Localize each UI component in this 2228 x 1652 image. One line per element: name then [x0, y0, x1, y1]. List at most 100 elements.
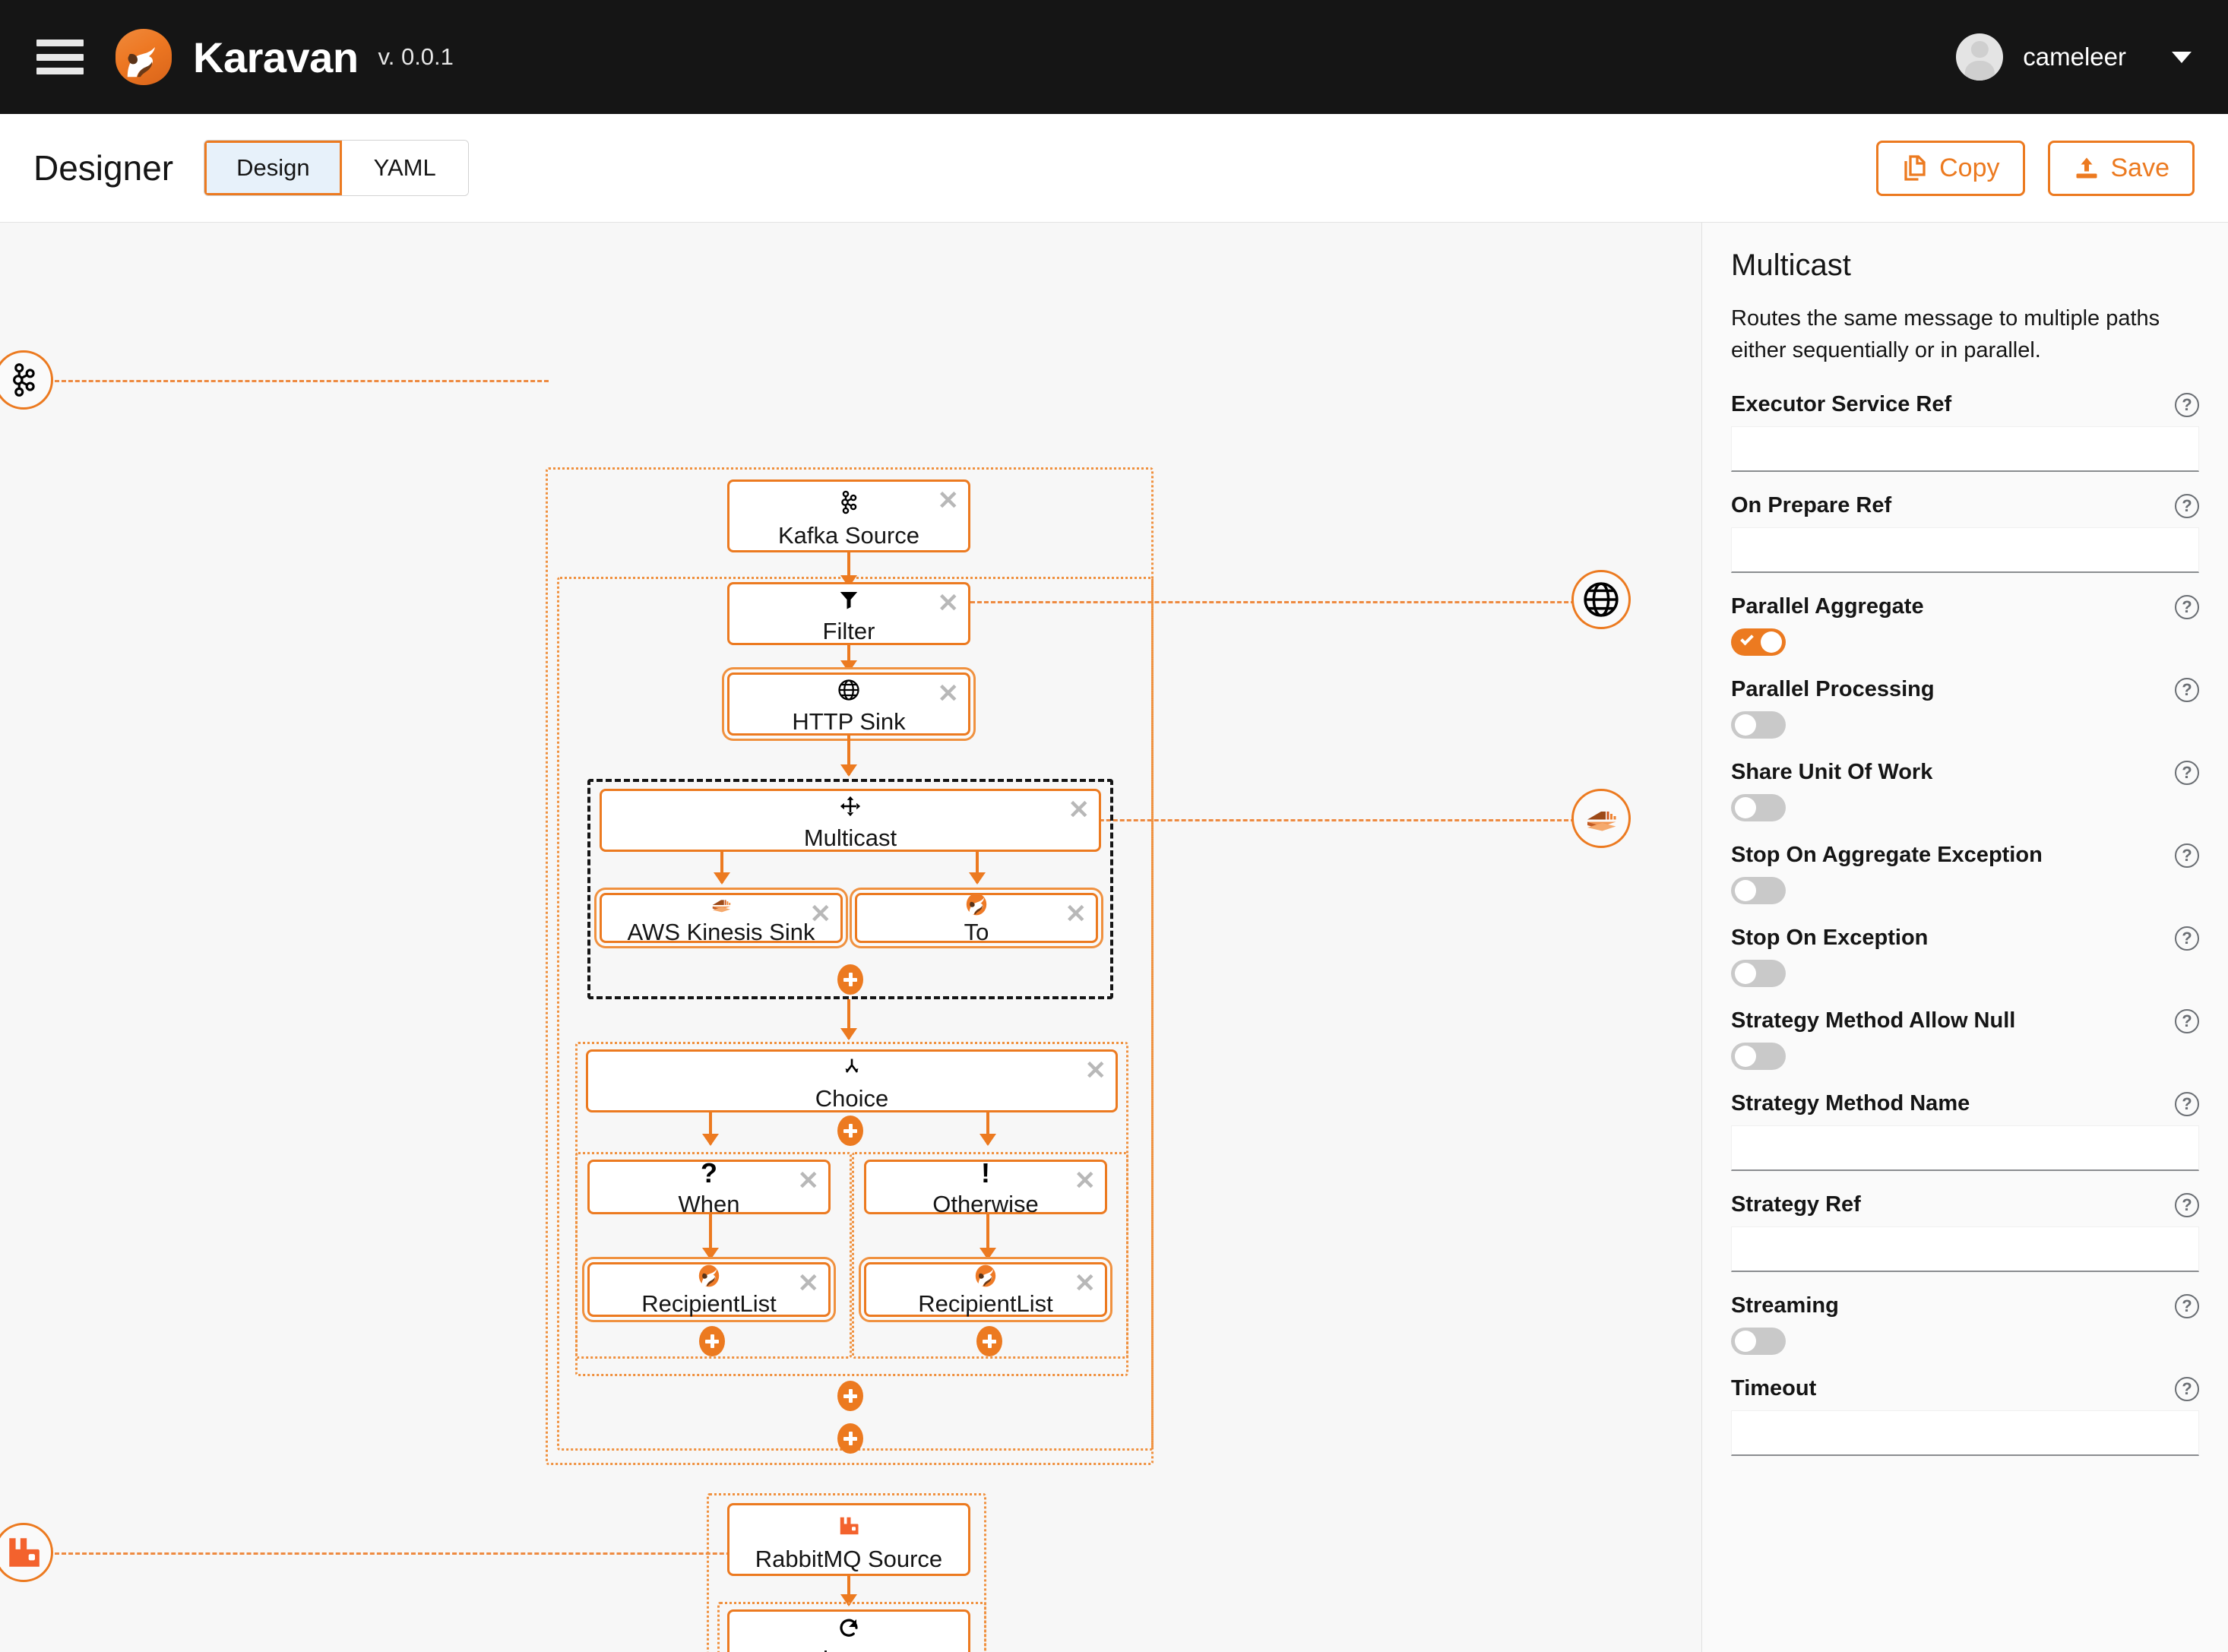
close-icon[interactable]: ✕	[797, 1269, 820, 1298]
add-step-route-button[interactable]	[837, 1423, 863, 1454]
close-icon[interactable]: ✕	[809, 900, 832, 929]
node-otherwise[interactable]: ✕ ! Otherwise	[864, 1157, 1107, 1217]
http-badge[interactable]	[1571, 570, 1631, 629]
parallel-aggregate-toggle[interactable]	[1731, 628, 1786, 657]
help-icon[interactable]: ?	[2175, 677, 2199, 702]
stop-on-aggregate-exception-toggle[interactable]	[1731, 877, 1786, 905]
timeout-input[interactable]	[1731, 1410, 2199, 1457]
add-branch-choice-button[interactable]	[837, 1116, 863, 1146]
rabbitmq-icon	[837, 1509, 860, 1543]
field-label: On Prepare Ref	[1731, 493, 1892, 518]
close-icon[interactable]: ✕	[937, 486, 960, 515]
loop-container[interactable]	[717, 1602, 986, 1652]
node-label: Choice	[815, 1085, 889, 1112]
on-prepare-ref-input[interactable]	[1731, 527, 2199, 574]
add-step-multicast-button[interactable]	[837, 964, 863, 995]
close-icon[interactable]: ✕	[1068, 796, 1090, 824]
node-filter[interactable]: ✕ Filter	[727, 582, 970, 645]
help-icon[interactable]: ?	[2175, 843, 2199, 868]
rabbitmq-badge[interactable]	[0, 1523, 53, 1582]
chevron-down-icon[interactable]	[2172, 51, 2192, 63]
otherwise-branch-container[interactable]	[852, 1152, 1128, 1359]
node-label: RabbitMQ Source	[755, 1545, 943, 1572]
close-icon[interactable]: ✕	[1084, 1056, 1107, 1085]
add-step-choice-button[interactable]	[837, 1381, 863, 1411]
rabbitmq-connector-line	[55, 1552, 799, 1555]
streaming-toggle[interactable]	[1731, 1328, 1786, 1356]
save-button[interactable]: Save	[2047, 140, 2195, 196]
node-label: To	[964, 918, 989, 945]
avatar[interactable]	[1956, 33, 2004, 81]
help-icon[interactable]: ?	[2175, 493, 2199, 518]
flow-container-rabbitmq[interactable]	[707, 1493, 986, 1652]
node-http-sink[interactable]: ✕ HTTP Sink	[727, 673, 970, 736]
help-icon[interactable]: ?	[2175, 1376, 2199, 1401]
copy-icon	[1904, 155, 1926, 181]
aws-kinesis-badge[interactable]	[1571, 789, 1631, 848]
strategy-ref-input[interactable]	[1731, 1226, 2199, 1273]
field-timeout: Timeout ?	[1731, 1376, 2199, 1457]
copy-button-label: Copy	[1939, 153, 2000, 182]
node-label: Loop	[823, 1647, 875, 1652]
node-choice[interactable]: ✕ Choice	[586, 1049, 1118, 1112]
node-label: When	[678, 1190, 740, 1217]
node-multicast[interactable]: ✕ Multicast	[600, 789, 1101, 852]
kafka-connector-line	[55, 380, 549, 382]
node-rabbitmq-source[interactable]: ✕ RabbitMQ Source	[727, 1503, 970, 1576]
node-loop[interactable]: Loop	[727, 1609, 970, 1652]
field-label: Stop On Exception	[1731, 926, 1929, 951]
parallel-processing-toggle[interactable]	[1731, 711, 1786, 739]
arrow-multicast-to-choice	[847, 999, 850, 1039]
arrow-choice-to-otherwise	[986, 1112, 989, 1144]
node-to[interactable]: ✕ To	[855, 893, 1098, 945]
help-icon[interactable]: ?	[2175, 594, 2199, 619]
when-branch-container[interactable]	[575, 1152, 852, 1359]
properties-title: Multicast	[1731, 248, 1851, 282]
close-icon[interactable]: ✕	[1074, 1269, 1097, 1298]
help-icon[interactable]: ?	[2175, 1192, 2199, 1217]
node-when[interactable]: ✕ ? When	[587, 1157, 831, 1217]
help-icon[interactable]: ?	[2175, 1091, 2199, 1116]
help-icon[interactable]: ?	[2175, 926, 2199, 951]
arrow-filter-to-http	[847, 645, 850, 671]
node-label: Otherwise	[932, 1190, 1039, 1217]
help-icon[interactable]: ?	[2175, 392, 2199, 417]
aws-kinesis-icon	[1587, 812, 1616, 831]
close-icon[interactable]: ✕	[937, 589, 960, 618]
strategy-method-allow-null-toggle[interactable]	[1731, 1043, 1786, 1071]
properties-description: Routes the same message to multiple path…	[1731, 306, 2160, 363]
kafka-badge[interactable]	[0, 350, 53, 410]
body-area: ✕ Kafka Source ✕ Filter	[0, 223, 2228, 1652]
close-icon[interactable]: ✕	[797, 1166, 820, 1195]
field-strategy-method-allow-null: Strategy Method Allow Null ?	[1731, 1008, 2199, 1071]
strategy-method-name-input[interactable]	[1731, 1125, 2199, 1172]
close-icon[interactable]: ✕	[1065, 900, 1087, 929]
kinesis-connector-line	[976, 819, 1603, 821]
flow-canvas[interactable]: ✕ Kafka Source ✕ Filter	[0, 223, 1700, 1652]
node-aws-kinesis-sink[interactable]: ✕ AWS Kinesis Sink	[600, 893, 843, 944]
masthead-user-area: cameleer	[1956, 33, 2192, 81]
help-icon[interactable]: ?	[2175, 1008, 2199, 1033]
executor-service-ref-input[interactable]	[1731, 426, 2199, 473]
node-kafka-source[interactable]: ✕ Kafka Source	[727, 479, 970, 552]
multicast-group[interactable]	[587, 779, 1113, 999]
node-recipientlist-otherwise[interactable]: ✕ RecipientList	[864, 1262, 1107, 1317]
close-icon[interactable]: ✕	[937, 679, 960, 708]
close-icon[interactable]: ✕	[1074, 1166, 1097, 1195]
stop-on-exception-toggle[interactable]	[1731, 960, 1786, 988]
copy-button[interactable]: Copy	[1876, 140, 2025, 196]
tab-yaml[interactable]: YAML	[341, 141, 468, 195]
node-recipientlist-when[interactable]: ✕ RecipientList	[587, 1262, 831, 1317]
http-connector-line	[970, 601, 1603, 603]
share-unit-of-work-toggle[interactable]	[1731, 794, 1786, 822]
node-label: Kafka Source	[777, 521, 920, 549]
arrow-multicast-to-kinesis	[720, 852, 723, 883]
tab-design[interactable]: Design	[204, 141, 342, 195]
add-step-otherwise-button[interactable]	[976, 1326, 1002, 1356]
add-step-when-button[interactable]	[699, 1326, 725, 1356]
field-label: Parallel Processing	[1731, 677, 1935, 702]
hamburger-icon[interactable]	[36, 40, 84, 74]
help-icon[interactable]: ?	[2175, 760, 2199, 785]
help-icon[interactable]: ?	[2175, 1293, 2199, 1318]
arrow-otherwise-to-recipientlist	[986, 1214, 989, 1258]
